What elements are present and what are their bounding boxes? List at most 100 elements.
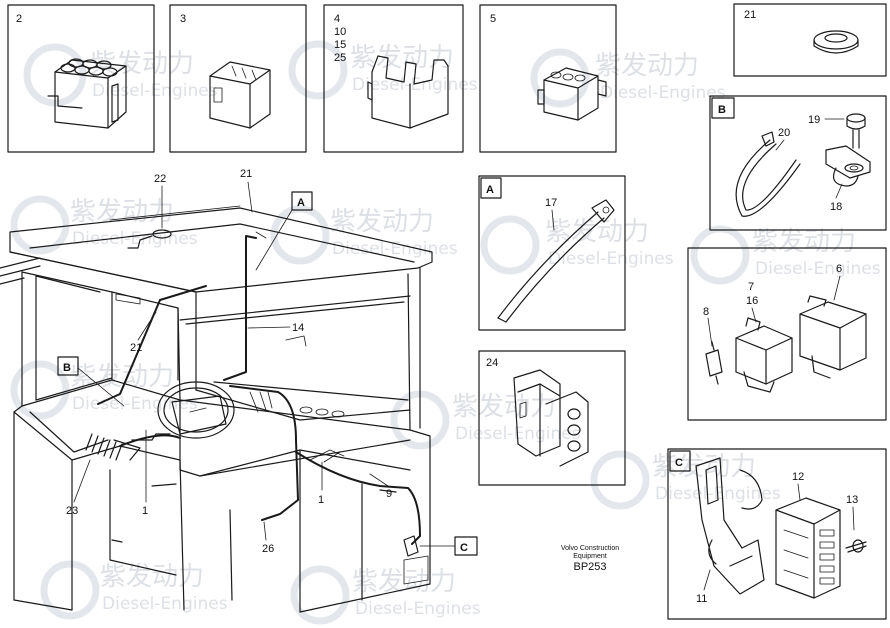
- callout-5: 5: [490, 13, 496, 25]
- callout-21-top: 21: [240, 168, 252, 180]
- watermark-en: Diesel-Engines: [600, 83, 726, 103]
- grommet-icon: [813, 30, 859, 54]
- relay-box-icon: [775, 497, 841, 599]
- callout-12: 12: [792, 471, 804, 483]
- section-label-A-box-frame: [480, 177, 502, 199]
- callout-10: 10: [334, 26, 346, 38]
- watermark-en: Diesel-Engines: [102, 594, 228, 614]
- callout-21-box: 21: [744, 9, 756, 21]
- callout-16: 16: [746, 295, 758, 307]
- watermark-cn: 紫发动力: [70, 197, 174, 227]
- section-label-B-box: B: [718, 104, 726, 116]
- watermark-layer: 紫发动力 Diesel-Engines 紫发动力 Diesel-Engines …: [10, 40, 881, 625]
- cable-clamp-icon: [825, 145, 871, 187]
- connector-3-pin-icon: [513, 369, 589, 467]
- detail-box-6: 6 7 16 8: [687, 247, 887, 421]
- detail-box-B-frame: [709, 95, 887, 231]
- callout-26: 26: [262, 543, 274, 555]
- bolt-icon: [845, 539, 867, 553]
- caption-brand: Volvo Construction: [561, 545, 619, 552]
- watermark-1: 紫发动力 Diesel-Engines: [23, 43, 218, 107]
- section-label-B-main: B: [63, 362, 71, 374]
- connector-block-icon: [209, 61, 271, 129]
- detail-box-A-frame: [478, 175, 626, 331]
- cable-strap-icon: [497, 199, 615, 323]
- callout-18: 18: [830, 201, 842, 213]
- callout-7: 7: [748, 281, 754, 293]
- watermark-cn: 紫发动力: [752, 227, 856, 257]
- watermark-6: 紫发动力 Diesel-Engines: [480, 215, 674, 275]
- section-label-C-box: C: [675, 457, 683, 469]
- callout-20: 20: [778, 127, 790, 139]
- caption-code: BP253: [573, 561, 606, 573]
- watermark-4: 紫发动力 Diesel-Engines: [10, 195, 198, 255]
- callout-4-group: 4 10 15 25: [334, 13, 349, 64]
- detail-box-21-frame: [733, 3, 887, 77]
- callout-19: 19: [808, 114, 820, 126]
- watermark-cn: 紫发动力: [452, 392, 556, 422]
- callout-1-left: 1: [142, 505, 148, 517]
- callout-22: 22: [154, 173, 166, 185]
- watermark-en: Diesel-Engines: [755, 259, 881, 279]
- callout-13: 13: [846, 494, 858, 506]
- connector-8-pin-icon: [47, 58, 127, 129]
- watermark-2: 紫发动力 Diesel-Engines: [288, 40, 478, 100]
- callout-23: 23: [66, 505, 78, 517]
- steering-wheel: [157, 381, 235, 439]
- watermark-10: 紫发动力 Diesel-Engines: [590, 450, 781, 510]
- watermark-en: Diesel-Engines: [548, 249, 674, 269]
- callout-2: 2: [16, 13, 22, 25]
- callout-11: 11: [696, 593, 707, 605]
- watermark-9: 紫发动力 Diesel-Engines: [390, 390, 581, 450]
- callout-15: 15: [334, 39, 346, 51]
- section-label-A-main-frame: [291, 191, 313, 211]
- connector-plug-icon: [537, 67, 607, 121]
- callout-14: 14: [292, 322, 304, 334]
- watermark-cn: 紫发动力: [652, 452, 756, 482]
- watermark-en: Diesel-Engines: [72, 394, 198, 414]
- caption: Volvo Construction Equipment BP253: [561, 545, 619, 573]
- callout-25: 25: [334, 52, 346, 64]
- section-label-C-box-frame: [669, 450, 691, 472]
- detail-box-2: 2: [7, 4, 155, 153]
- cab-left-pillar: [13, 271, 23, 601]
- watermark-cn: 紫发动力: [595, 51, 699, 81]
- watermark-en: Diesel-Engines: [92, 81, 218, 101]
- terminal-pin-icon: [705, 341, 723, 385]
- callout-9: 9: [386, 488, 392, 500]
- detail-box-24: 24: [478, 350, 626, 486]
- watermark-en: Diesel-Engines: [355, 599, 481, 619]
- cab-drawing: [0, 205, 433, 613]
- detail-box-2-frame: [7, 4, 155, 153]
- detail-box-C-frame: [667, 448, 887, 620]
- callout-4: 4: [334, 13, 340, 25]
- detail-box-3-frame: [169, 4, 307, 153]
- callout-1-right: 1: [318, 494, 324, 506]
- callout-24: 24: [486, 357, 498, 369]
- connector-housing-icon: [367, 55, 449, 129]
- watermark-en: Diesel-Engines: [72, 229, 198, 249]
- detail-box-A: A 17: [478, 175, 626, 331]
- connector-male-icon: [799, 295, 867, 379]
- section-label-B-box-frame: [711, 97, 735, 119]
- watermark-cn: 紫发动力: [350, 43, 454, 73]
- watermark-en: Diesel-Engines: [332, 239, 458, 259]
- detail-box-C: C 12 13 11: [667, 448, 887, 620]
- detail-box-3: 3: [169, 4, 307, 153]
- detail-box-4-frame: [323, 4, 464, 153]
- detail-box-24-frame: [478, 350, 626, 486]
- detail-box-6-frame: [687, 247, 887, 421]
- detail-box-4: 4 10 15 25: [323, 4, 464, 153]
- fuse-bracket-icon: [695, 457, 765, 595]
- detail-box-B: B 20 19 18: [709, 95, 887, 231]
- detail-box-21: 21: [733, 3, 887, 77]
- watermark-11: 紫发动力 Diesel-Engines: [40, 560, 228, 620]
- callout-8: 8: [703, 306, 709, 318]
- section-label-C-main: C: [460, 542, 468, 554]
- callout-6: 6: [836, 263, 842, 275]
- section-label-B-main-frame: [57, 356, 79, 376]
- callout-17: 17: [545, 197, 557, 209]
- caption-brand-2: Equipment: [573, 553, 607, 560]
- watermark-5: 紫发动力 Diesel-Engines: [270, 205, 458, 265]
